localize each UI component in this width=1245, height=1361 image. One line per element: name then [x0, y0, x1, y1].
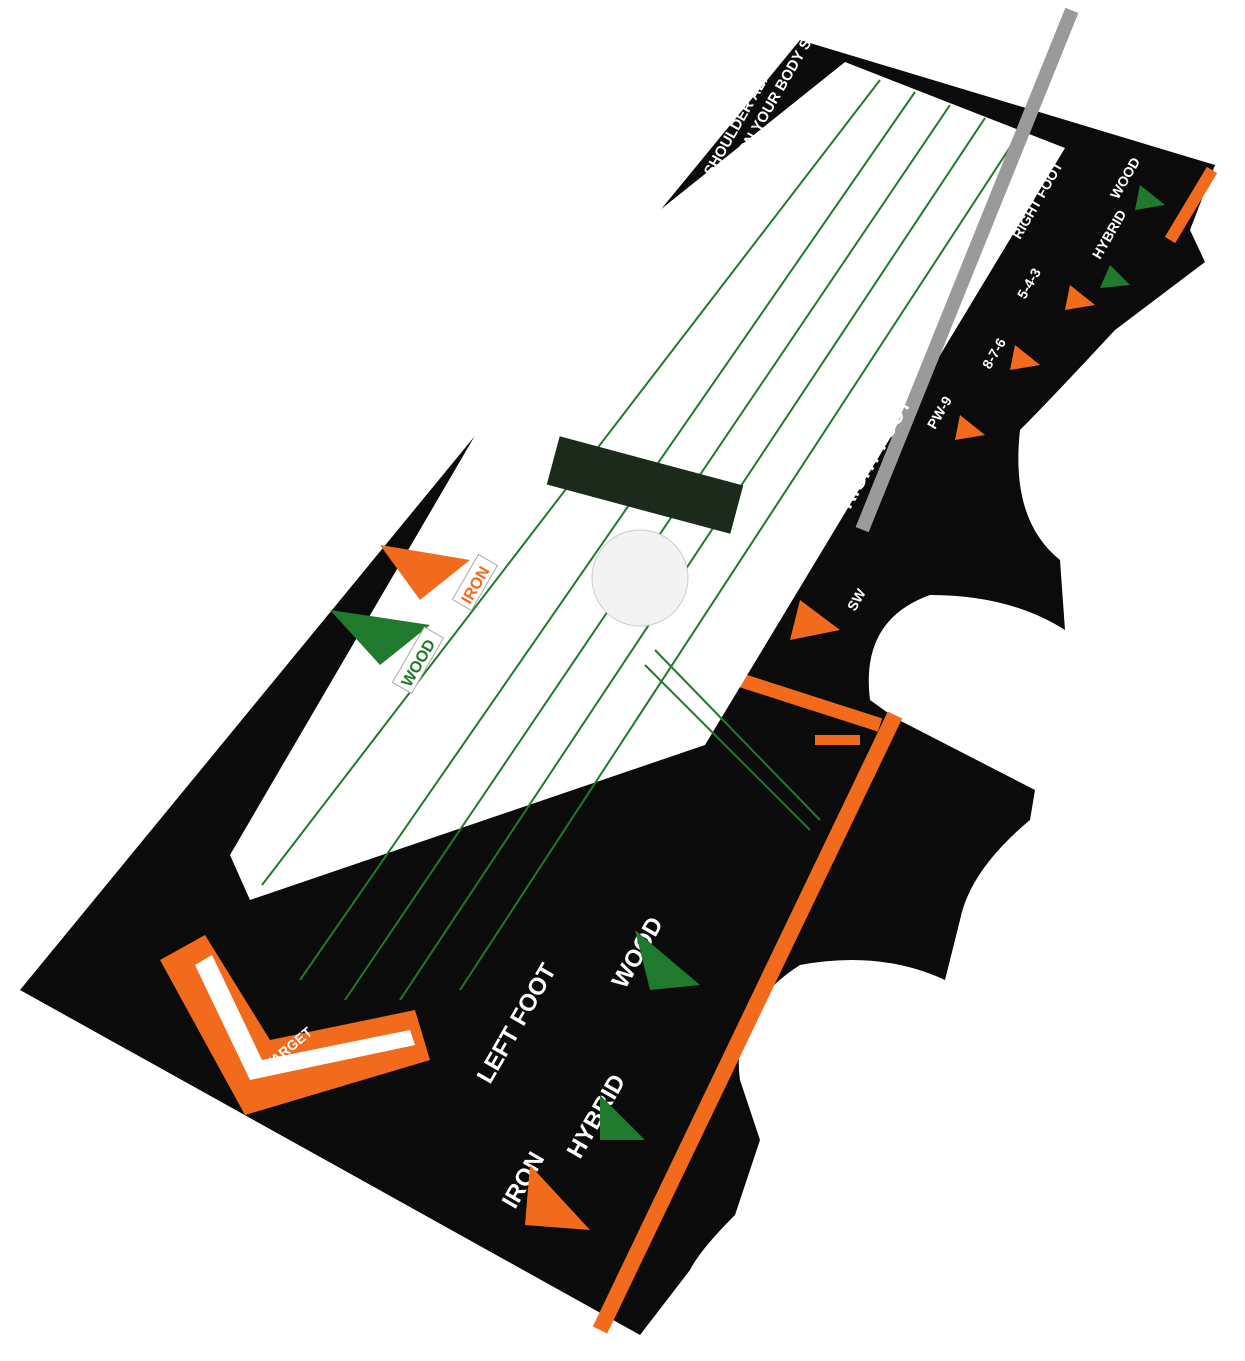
iron-arrow — [380, 545, 470, 600]
golf-ball — [591, 529, 689, 627]
putter-shaft — [855, 7, 1079, 533]
target-chevron — [160, 935, 430, 1115]
putter-head — [546, 436, 744, 534]
wood-arrow — [330, 610, 430, 665]
